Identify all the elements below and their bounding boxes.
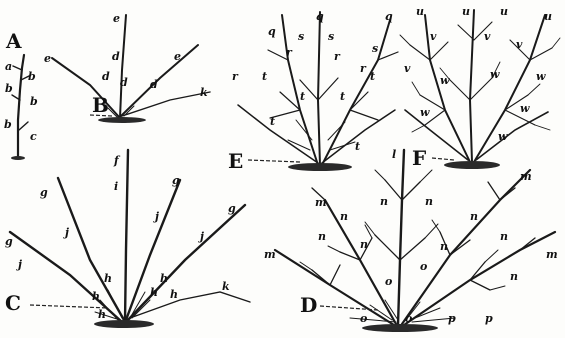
- label-e-t3: t: [300, 90, 305, 103]
- label-f-v3: v: [516, 38, 523, 51]
- label-e-r1: r: [286, 46, 293, 59]
- label-e-s1: s: [298, 30, 304, 43]
- label-d-n5: n: [318, 230, 326, 243]
- label-c-f: f: [113, 154, 121, 167]
- label-d-n8: n: [500, 230, 508, 243]
- label-c-g3: g: [5, 235, 13, 248]
- label-a-b2: b: [5, 82, 13, 95]
- label-c-h2: h: [160, 272, 168, 285]
- label-c-j2: j: [153, 210, 159, 223]
- label-c-h1: h: [104, 272, 112, 285]
- label-f-w2: w: [490, 68, 500, 81]
- label-c-h5: h: [98, 308, 106, 321]
- figure-a: A a b b b b c: [4, 29, 38, 160]
- caption-b: B: [92, 93, 109, 117]
- label-f-u1: u: [416, 5, 424, 18]
- label-b-d2: d: [102, 70, 110, 83]
- label-c-g2: g: [172, 174, 180, 187]
- label-d-n1: n: [340, 210, 348, 223]
- label-f-v4: v: [404, 62, 411, 75]
- label-f-w1: w: [440, 74, 450, 87]
- label-c-g1: g: [40, 186, 48, 199]
- label-c-h4: h: [150, 286, 158, 299]
- label-c-j1: j: [63, 226, 69, 239]
- label-e-s2: s: [328, 30, 334, 43]
- label-c-h6: h: [170, 288, 178, 301]
- label-d-m3: m: [264, 248, 276, 261]
- label-e-q1: q: [268, 25, 276, 38]
- label-f-v1: v: [430, 30, 437, 43]
- caption-e: E: [228, 149, 243, 173]
- caption-a: A: [5, 29, 22, 53]
- label-a-c: c: [30, 130, 37, 143]
- label-e-t2: t: [370, 70, 375, 83]
- label-d-o4: o: [405, 312, 412, 325]
- label-b-e3: e: [174, 50, 181, 63]
- label-e-t6: t: [355, 140, 360, 153]
- label-e-r2: r: [334, 50, 341, 63]
- label-b-d3: d: [120, 76, 128, 89]
- figure-f: F u u u u v v v v w w w w w w: [400, 5, 560, 170]
- label-c-j4: j: [198, 230, 204, 243]
- label-d-n4: n: [470, 210, 478, 223]
- label-b-e1: e: [113, 12, 120, 25]
- label-d-o2: o: [385, 275, 392, 288]
- label-d-o1: o: [420, 260, 427, 273]
- label-e-r4: r: [232, 70, 239, 83]
- label-e-t4: t: [340, 90, 345, 103]
- label-d-p2: p: [448, 312, 456, 325]
- label-d-m2: m: [520, 170, 532, 183]
- label-a-b4: b: [4, 118, 12, 131]
- label-d-n9: n: [510, 270, 518, 283]
- label-e-t5: t: [270, 115, 275, 128]
- figure-e: E q q q s s s r r r r t t t t t t: [228, 10, 398, 173]
- label-e-t1: t: [262, 70, 267, 83]
- label-e-q2: q: [316, 10, 324, 23]
- label-f-w5: w: [520, 102, 530, 115]
- label-b-d4: d: [150, 78, 158, 91]
- label-f-v2: v: [484, 30, 491, 43]
- figure-c: C f i g g g g j j j j h h h h h h k: [5, 150, 250, 328]
- label-d-n2: n: [380, 195, 388, 208]
- label-a-a: a: [5, 60, 12, 73]
- label-e-s3: s: [372, 42, 378, 55]
- figure-b: B e e d d d e d k: [44, 12, 210, 123]
- label-d-m1: m: [315, 196, 327, 209]
- label-a-b1: b: [28, 70, 36, 83]
- label-c-j3: j: [16, 258, 22, 271]
- label-d-o3: o: [360, 312, 367, 325]
- label-e-r3: r: [360, 62, 367, 75]
- label-d-n6: n: [360, 238, 368, 251]
- figure-d: D l m m m m n n n n n n n n n o o o o p …: [264, 148, 558, 332]
- label-b-e2: e: [44, 52, 51, 65]
- label-d-n3: n: [425, 195, 433, 208]
- label-b-d1: d: [112, 50, 120, 63]
- label-f-w4: w: [420, 106, 430, 119]
- label-e-q3: q: [385, 10, 393, 23]
- label-f-w6: w: [498, 130, 508, 143]
- caption-c: C: [5, 291, 21, 315]
- caption-d: D: [300, 293, 317, 317]
- label-a-b3: b: [30, 95, 38, 108]
- label-d-m4: m: [546, 248, 558, 261]
- label-f-u3: u: [500, 5, 508, 18]
- label-d-n7: n: [440, 240, 448, 253]
- label-b-k: k: [200, 86, 208, 99]
- label-f-w3: w: [536, 70, 546, 83]
- label-c-h3: h: [92, 290, 100, 303]
- label-c-i: i: [114, 180, 118, 193]
- label-c-k: k: [222, 280, 230, 293]
- label-c-g4: g: [228, 202, 236, 215]
- caption-f: F: [412, 146, 426, 170]
- label-f-u4: u: [544, 10, 552, 23]
- label-f-u2: u: [462, 5, 470, 18]
- label-d-l: l: [392, 148, 396, 161]
- label-d-p1: p: [485, 312, 493, 325]
